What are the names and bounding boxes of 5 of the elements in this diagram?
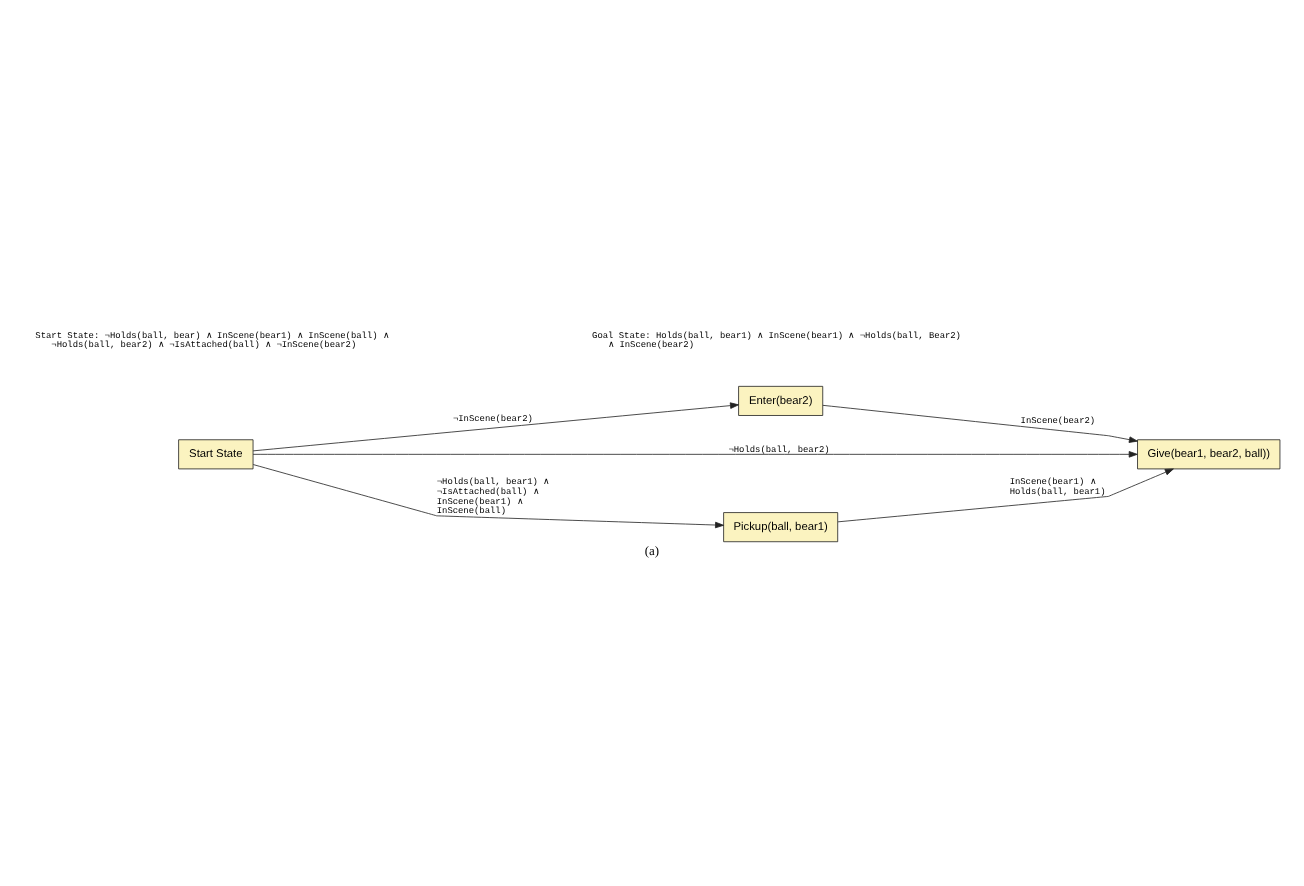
arrow [252,464,724,529]
arrow [822,404,1138,443]
arrow [837,468,1174,523]
arrow [252,451,1138,458]
arrow [252,402,739,452]
